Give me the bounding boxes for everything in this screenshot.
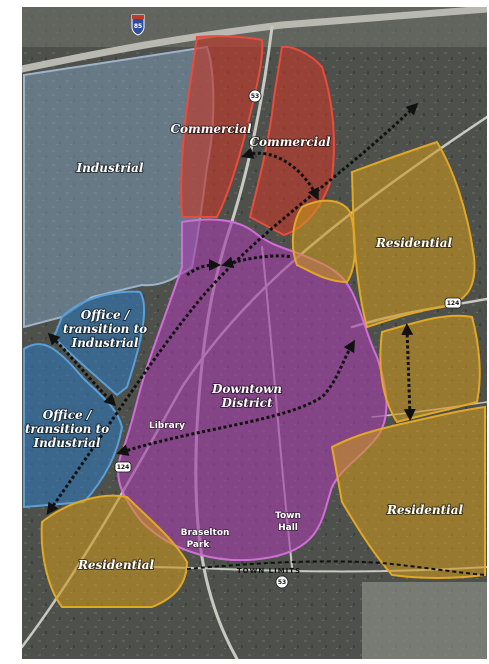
arrows	[46, 102, 419, 515]
label-industrial: Industrial	[76, 161, 144, 175]
label-office-south-2: transition to	[25, 422, 109, 436]
route-53-north-label: 53	[251, 93, 259, 100]
label-office-north-3: Industrial	[71, 336, 139, 350]
label-town-hall-1: Town	[275, 511, 301, 521]
label-downtown-1: Downtown	[211, 382, 282, 396]
label-commercial-east: Commercial	[249, 135, 331, 149]
route-53-south-label: 53	[278, 579, 286, 586]
label-town-limits: TOWN LIMITS	[237, 567, 301, 575]
arrow-commercial	[241, 147, 319, 201]
route-53-shield-north: 53	[248, 89, 262, 103]
route-124-shield-east: 124	[444, 297, 462, 309]
label-office-south-1: Office /	[43, 408, 93, 422]
route-124-west-label: 124	[117, 464, 130, 471]
label-library: Library	[149, 421, 185, 431]
arrow-downtown	[116, 339, 356, 456]
label-downtown-2: District	[221, 396, 273, 410]
interstate-road	[22, 7, 487, 73]
interstate-85-shield: 85	[131, 14, 145, 36]
zoning-map: 85 53 124 124 53 Industrial Commercial C…	[22, 7, 487, 659]
route-124-east-label: 124	[447, 300, 460, 307]
label-park-2: Park	[187, 540, 211, 550]
label-residential-northeast: Residential	[375, 236, 453, 250]
label-town-hall-2: Hall	[278, 523, 298, 533]
arrow-downtown-residential	[221, 254, 293, 269]
label-residential-southeast: Residential	[386, 503, 464, 517]
farmland-lower-right	[362, 582, 487, 659]
label-office-north-2: transition to	[63, 322, 147, 336]
arrow-industrial-downtown	[186, 259, 221, 277]
map-canvas: 85 53 124 124 53 Industrial Commercial C…	[22, 7, 487, 659]
arrow-residential-east	[401, 323, 416, 421]
label-park-1: Braselton	[181, 528, 230, 538]
label-commercial-west: Commercial	[170, 122, 252, 136]
route-53-shield-south: 53	[275, 575, 289, 589]
label-residential-southwest: Residential	[77, 558, 155, 572]
zone-residential-east-small	[379, 314, 481, 424]
label-office-south-3: Industrial	[33, 436, 101, 450]
interstate-85-label: 85	[134, 23, 142, 30]
arrow-corridor-124	[46, 102, 419, 515]
label-office-north-1: Office /	[81, 308, 131, 322]
arrow-office	[47, 332, 117, 407]
route-124-shield-west: 124	[114, 461, 132, 473]
